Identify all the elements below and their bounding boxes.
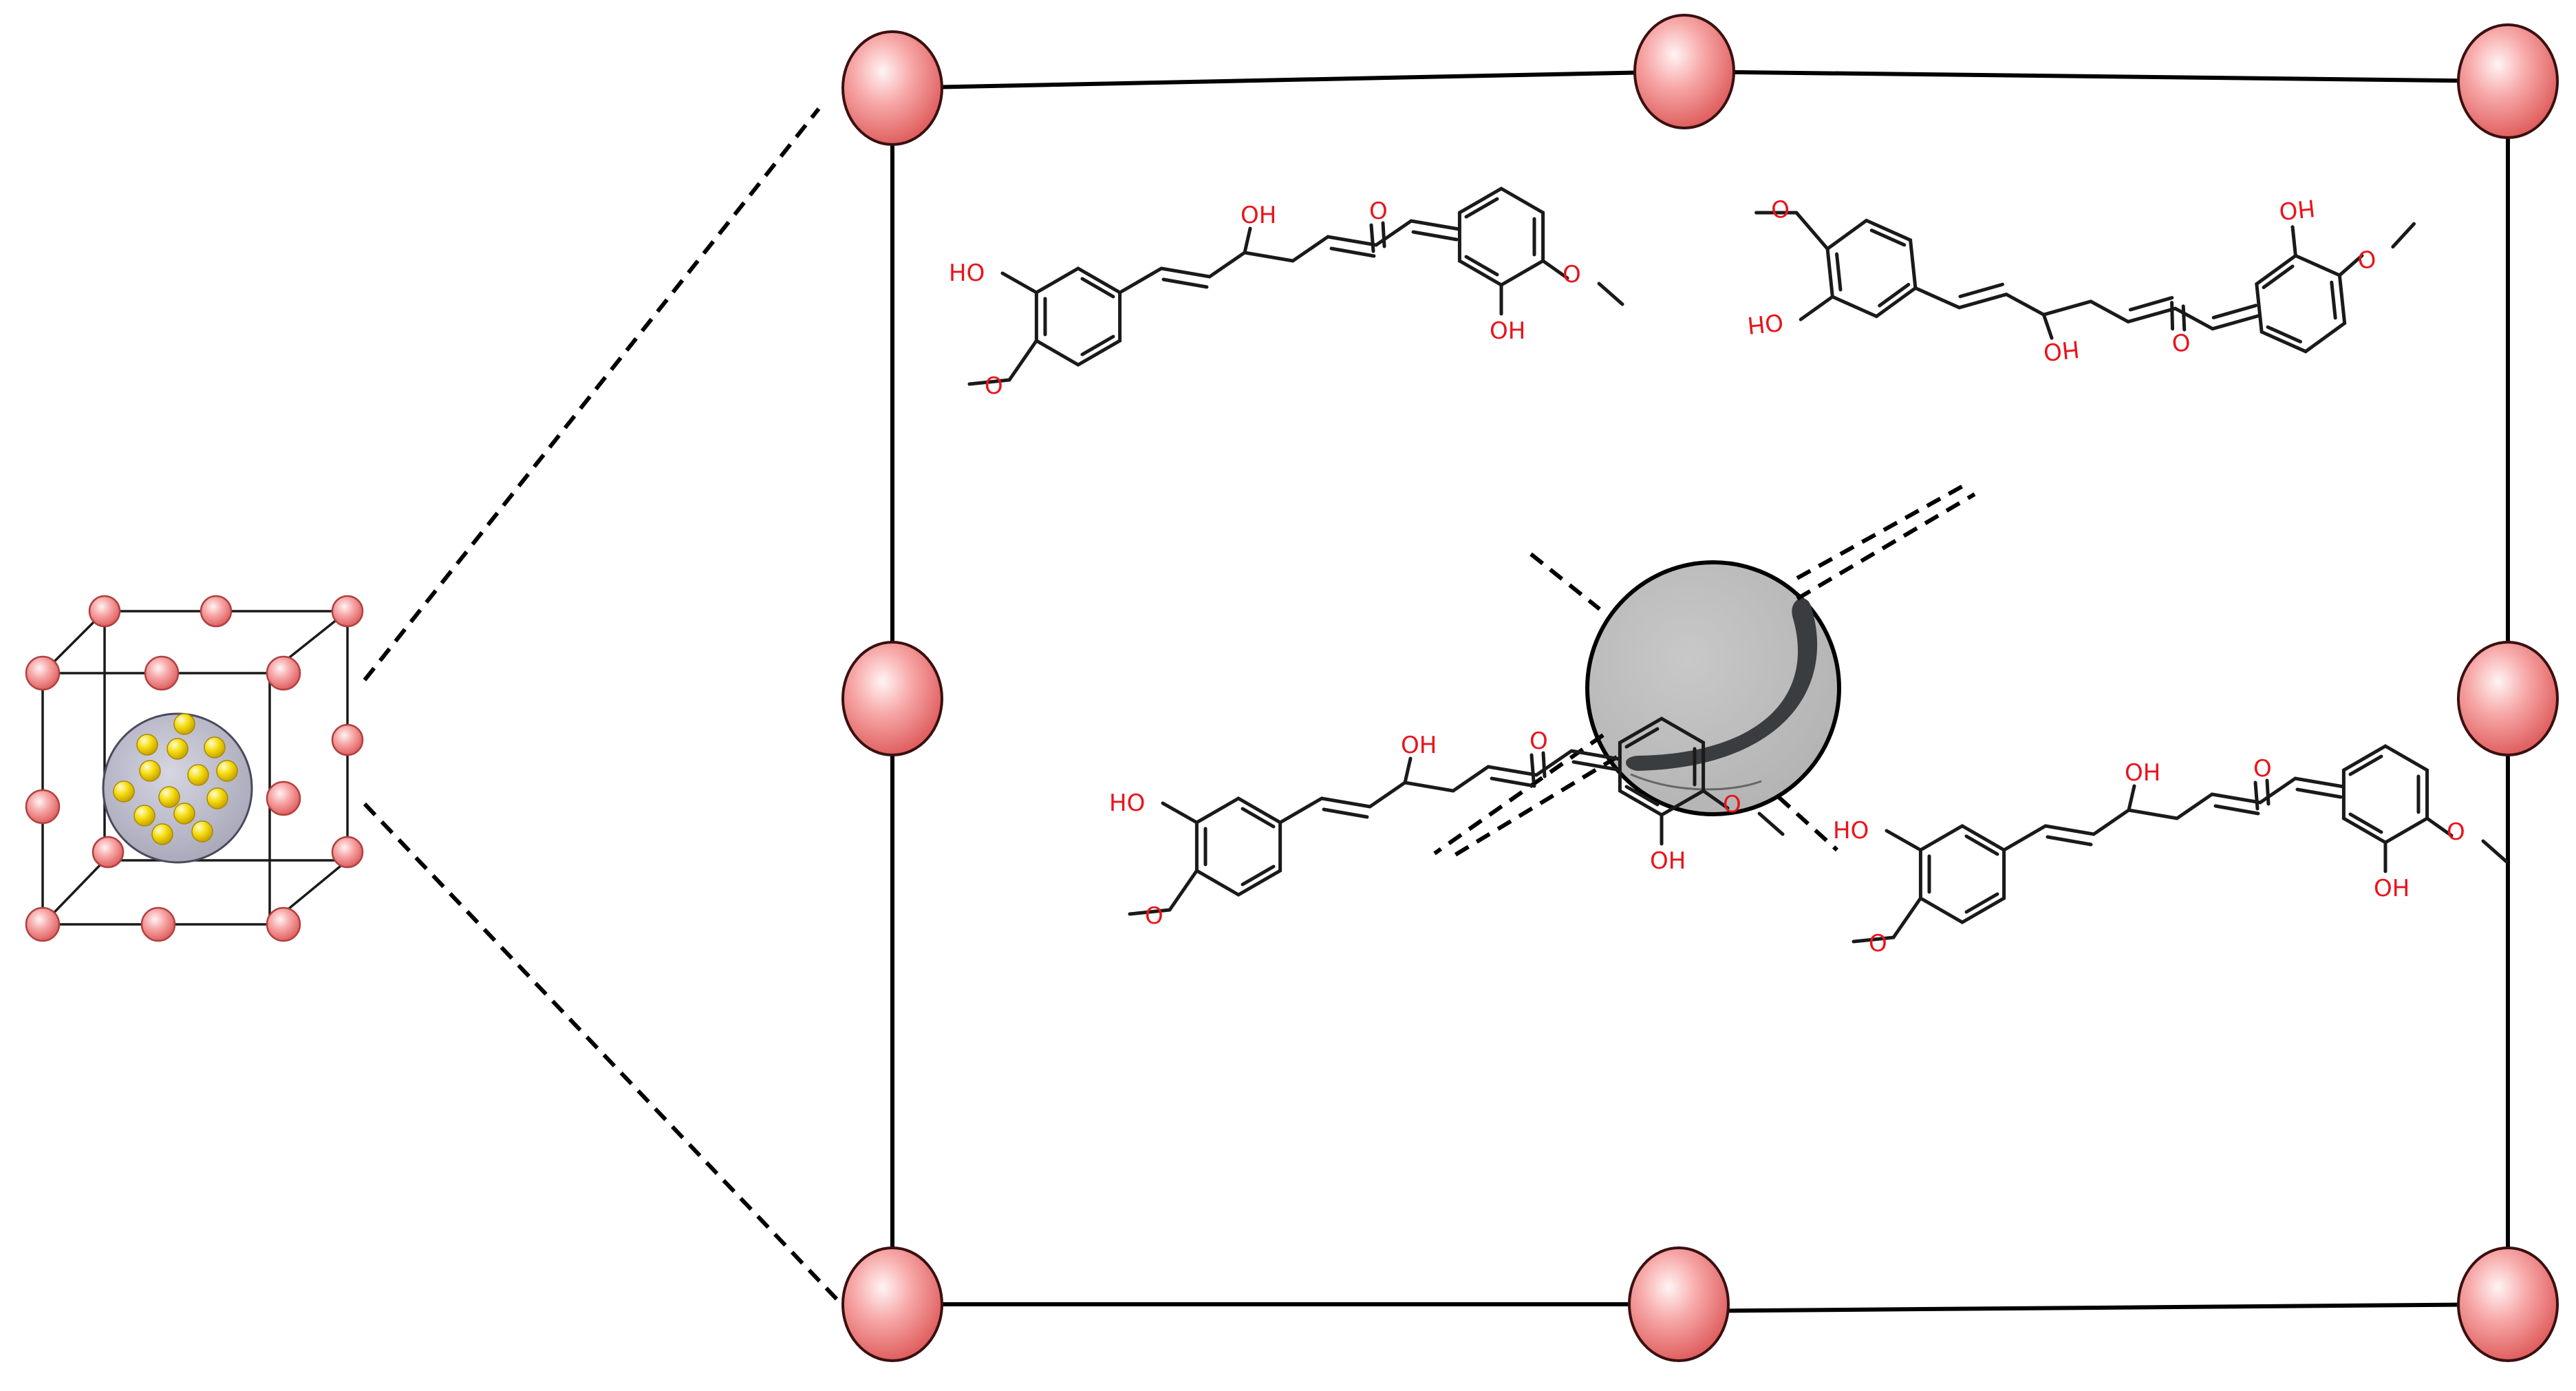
zoom-lines [363,107,847,1310]
hydrogen-bonds [1433,483,1976,861]
curcumin-molecule-top-left [949,189,1622,400]
unit-cell-thumbnail [25,595,364,942]
lattice-atoms-small [25,595,364,942]
central-particle [1585,560,1841,816]
lattice-atoms-large [841,14,2559,1362]
gold-atoms [113,713,238,845]
curcumin-molecule-bottom-right [1833,746,2507,957]
curcumin-molecule-top-right [1734,129,2426,410]
